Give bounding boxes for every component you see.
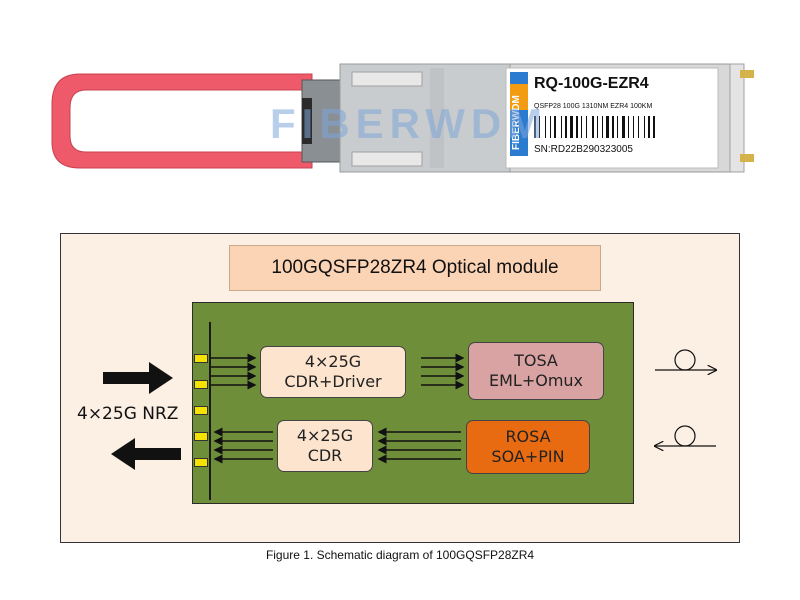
barcode-bar: [561, 116, 562, 138]
barcode-bar: [622, 116, 625, 138]
fiber-in-icon: [655, 425, 716, 446]
barcode-bar: [586, 116, 587, 138]
tx-cdr-line1: 4×25G: [304, 352, 362, 371]
rosa-block: ROSA SOA+PIN: [466, 420, 590, 474]
rosa-line1: ROSA: [505, 427, 551, 446]
barcode: [534, 116, 655, 138]
board-bus-line: [209, 322, 211, 500]
part-number: RQ-100G-EZR4: [534, 75, 649, 92]
electrical-pin: [194, 432, 208, 441]
barcode-bar: [592, 116, 594, 138]
barcode-bar: [648, 116, 650, 138]
tx-lane-arrows: [211, 353, 257, 390]
interface-label: 4×25G NRZ: [77, 404, 179, 424]
barcode-bar: [617, 116, 618, 138]
barcode-bar: [628, 116, 629, 138]
barcode-bar: [545, 116, 546, 138]
product-label: FIBERWDM RQ-100G-EZR4 QSFP28 100G 1310NM…: [505, 67, 719, 169]
input-arrow: [103, 362, 173, 394]
barcode-bar: [534, 116, 536, 138]
rx-lane-arrows: [213, 427, 273, 464]
barcode-bar: [565, 116, 567, 138]
rosa-line2: SOA+PIN: [491, 447, 565, 466]
signal-arrows: [103, 349, 741, 470]
barcode-bar: [597, 116, 598, 138]
barcode-bar: [612, 116, 614, 138]
tx-cdr-line2: CDR+Driver: [284, 372, 382, 391]
barcode-bar: [602, 116, 603, 138]
electrical-pin: [194, 406, 208, 415]
electrical-pin: [194, 380, 208, 389]
diagram-title: 100GQSFP28ZR4 Optical module: [229, 245, 601, 291]
barcode-bar: [638, 116, 639, 138]
electrical-pin: [194, 354, 208, 363]
tx-cdr-driver-block: 4×25G CDR+Driver: [260, 346, 406, 398]
fiber-out-icon: [655, 349, 716, 370]
barcode-bar: [633, 116, 634, 138]
barcode-bar: [554, 116, 556, 138]
serial-number: SN:RD22B290323005: [534, 144, 633, 155]
barcode-bar: [576, 116, 578, 138]
diagram-frame: 100GQSFP28ZR4 Optical module 4×25G CDR+D…: [60, 233, 740, 543]
transceiver-photo: FIBERWDM RQ-100G-EZR4 QSFP28 100G 1310NM…: [51, 63, 754, 173]
barcode-bar: [581, 116, 582, 138]
tosa-block: TOSA EML+Omux: [468, 342, 604, 400]
rosa-to-rx-cdr-arrows: [377, 427, 461, 464]
rx-cdr-block: 4×25G CDR: [277, 420, 373, 472]
watermark: FIBERWDM: [270, 100, 548, 147]
barcode-bar: [539, 116, 540, 138]
figure-caption: Figure 1. Schematic diagram of 100GQSFP2…: [265, 548, 535, 562]
barcode-bar: [644, 116, 645, 138]
barcode-bar: [606, 116, 609, 138]
barcode-bar: [653, 116, 655, 138]
label-logo: FIBERWDM: [511, 95, 522, 150]
tx-cdr-to-tosa-arrows: [421, 353, 465, 390]
product-description: QSFP28 100G 1310NM EZR4 100KM: [534, 103, 652, 110]
electrical-pin: [194, 458, 208, 467]
barcode-bar: [570, 116, 573, 138]
rx-cdr-line2: CDR: [307, 446, 343, 465]
rx-cdr-line1: 4×25G: [296, 426, 354, 445]
tosa-line1: TOSA: [514, 351, 558, 370]
tosa-line2: EML+Omux: [488, 371, 584, 390]
barcode-bar: [550, 116, 551, 138]
output-arrow: [111, 438, 181, 470]
